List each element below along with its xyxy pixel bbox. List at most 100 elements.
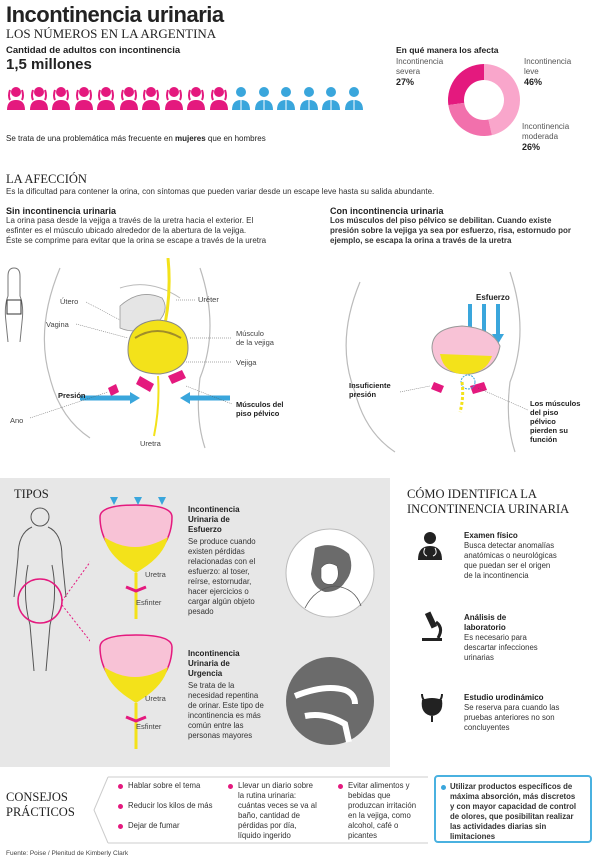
urgency-woman-illustration	[286, 657, 374, 745]
text-line: limitaciones	[450, 832, 496, 841]
text-line: cargar algún objeto	[188, 597, 255, 606]
text-line: Utilizar productos específicos de	[450, 782, 573, 791]
bullet-dot	[118, 784, 123, 789]
page-title: Incontinencia urinaria	[6, 2, 224, 27]
text-line: incontinencia es más	[188, 711, 261, 720]
donut-slice-moderada	[448, 102, 492, 136]
text-line: Se produce cuando	[188, 537, 256, 546]
tipo-esfuerzo: Incontinencia Urinaria de Esfuerzo Se pr…	[188, 505, 288, 617]
label-uretra-1: Uretra	[145, 570, 166, 579]
count-value: 1,5 millones	[6, 56, 92, 73]
affects-donut-chart	[448, 64, 520, 136]
label-uretra: Uretra	[140, 439, 161, 448]
woman-icon	[96, 86, 116, 115]
man-icon	[254, 86, 274, 115]
identifica-laboratorio: Análisis de laboratorio Es necesario par…	[464, 613, 594, 663]
woman-icon	[6, 86, 26, 115]
text-line: alcohol, café o	[348, 821, 399, 830]
donut-slice-leve	[484, 64, 520, 136]
consejo-item: Dejar de fumar	[118, 821, 228, 831]
bullet-dot	[118, 824, 123, 829]
text-line: Se reserva para cuando las	[464, 703, 560, 712]
text-line: líquido ingerido	[238, 831, 291, 840]
text-line: existen pérdidas	[188, 547, 245, 556]
text-line: de olores, que posibilitan realizar	[450, 812, 574, 821]
text-line: esfuerzo: al toser,	[188, 567, 250, 576]
page-subtitle: LOS NÚMEROS EN LA ARGENTINA	[6, 26, 217, 41]
label-ureter: Uréter	[198, 295, 219, 304]
text-line: en la vejiga, como	[348, 811, 411, 820]
sneezing-woman-illustration	[285, 528, 375, 618]
identifica-urodinamico: Estudio urodinámico Se reserva para cuan…	[464, 693, 594, 733]
text-line: y con mayor capacidad de control	[450, 802, 577, 811]
without-incontinence-text: Sin incontinencia urinaria La orina pasa…	[6, 206, 267, 245]
text-line: la rutina urinaria:	[238, 791, 297, 800]
donut-slice-severa	[448, 64, 484, 106]
text-line: que puedan ser el origen	[464, 561, 551, 570]
man-icon	[276, 86, 296, 115]
woman-icon	[51, 86, 71, 115]
text-line: bebidas que	[348, 791, 391, 800]
text-line: de la incontinencia	[464, 571, 529, 580]
afeccion-intro: Es la dificultad para contener la orina,…	[6, 187, 435, 196]
text-line: Se trata de la	[188, 681, 235, 690]
text-line: pérdidas por día,	[238, 821, 297, 830]
anatomy-normal-illustration	[4, 258, 233, 449]
tipo-urgencia: Incontinencia Urinaria de Urgencia Se tr…	[188, 649, 288, 741]
microscope-icon	[422, 611, 443, 641]
bladder-icon	[421, 693, 443, 722]
text-line: Busca detectar anomalías	[464, 541, 555, 550]
man-icon	[299, 86, 319, 115]
bladder-esfuerzo-illustration	[99, 497, 173, 619]
text-line: común entre las	[188, 721, 244, 730]
woman-icon	[141, 86, 161, 115]
label-vagina: Vagina	[46, 320, 69, 329]
text-line: urinarias	[464, 653, 494, 662]
people-pictogram	[6, 86, 366, 110]
text-line: las actividades diarias sin	[450, 822, 547, 831]
woman-icon	[186, 86, 206, 115]
woman-icon	[164, 86, 184, 115]
text-line: máxima absorción, más discretos	[450, 792, 576, 801]
woman-icon	[119, 86, 139, 115]
label-uretra-2: Uretra	[145, 694, 166, 703]
label-esfuerzo: Esfuerzo	[476, 293, 510, 302]
count-label: Cantidad de adultos con incontinencia	[6, 45, 181, 56]
text-line: concluyentes	[464, 723, 510, 732]
label-vejiga: Vejiga	[236, 358, 257, 367]
label-utero: Útero	[60, 297, 79, 306]
label-esfinter-2: Esfinter	[136, 722, 162, 731]
label-ano: Ano	[10, 416, 24, 425]
text-line: baño, cantidad de	[238, 811, 300, 820]
text-line: picantes	[348, 831, 378, 840]
text-line: Llevar un diario sobre	[238, 781, 313, 790]
label-esfinter-1: Esfinter	[136, 598, 162, 607]
text-line: produzcan irritación	[348, 801, 417, 810]
text-line: hacer ejercicios o	[188, 587, 249, 596]
man-icon	[344, 86, 364, 115]
text-line: descartar infecciones	[464, 643, 538, 652]
man-icon	[321, 86, 341, 115]
anatomy-incontinence-illustration	[345, 271, 529, 453]
text-line: pruebas anteriores no son	[464, 713, 555, 722]
female-body-outline	[13, 507, 90, 672]
consejo-item: Hablar sobre el tema	[118, 781, 228, 791]
text-line: relacionadas con el	[188, 557, 256, 566]
doctor-icon	[418, 532, 442, 560]
afeccion-title: LA AFECCIÓN	[6, 172, 87, 186]
tipos-title: TIPOS	[14, 487, 49, 501]
gender-note: Se trata de una problemática más frecuen…	[6, 134, 266, 143]
affects-title: En qué manera los afecta	[396, 45, 499, 55]
man-icon	[231, 86, 251, 115]
source-credit: Fuente: Poise / Plenitud de Kimberly Cla…	[6, 850, 129, 857]
woman-icon	[209, 86, 229, 115]
